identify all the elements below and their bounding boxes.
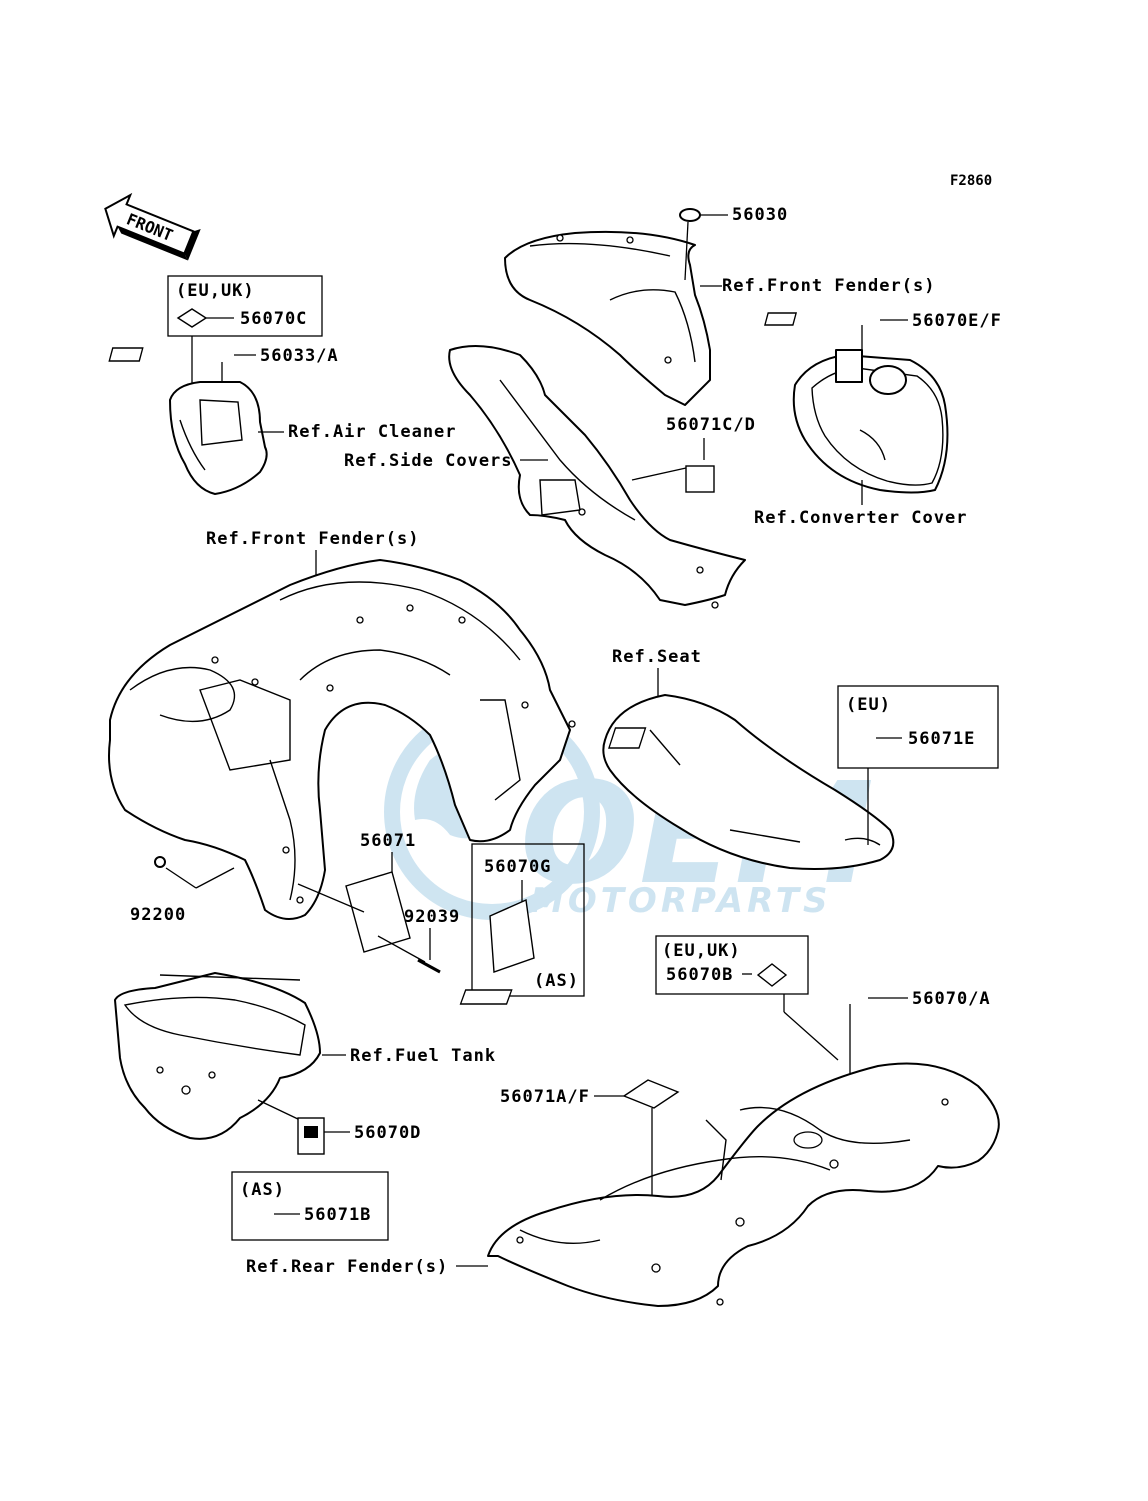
label-56033a: 56033/A (260, 346, 339, 366)
label-56070ef: 56070E/F (912, 311, 1002, 331)
diagram-code: F2860 (950, 173, 992, 189)
grommet-92200 (154, 856, 166, 868)
decal-56033a (108, 347, 144, 362)
decal-56071e (608, 727, 647, 749)
label-56071e: 56071E (908, 729, 975, 749)
label-56070c: 56070C (240, 309, 307, 329)
converter-cover-part (792, 349, 949, 494)
label-ref-rear-fender: Ref.Rear Fender(s) (246, 1257, 448, 1277)
fuel-tank-part (114, 972, 321, 1140)
grommet-56030 (679, 208, 701, 222)
label-ref-front-fender-top: Ref.Front Fender(s) (722, 276, 935, 296)
label-ref-air-cleaner: Ref.Air Cleaner (288, 422, 457, 442)
decal-56070g (489, 898, 535, 973)
label-56071af: 56071A/F (500, 1087, 590, 1107)
box-eu-uk-56070b (655, 935, 809, 995)
seat-part (602, 694, 895, 870)
label-56030: 56030 (732, 205, 788, 225)
label-as-2: (AS) (240, 1180, 285, 1200)
label-92039: 92039 (404, 907, 460, 927)
label-92200: 92200 (130, 905, 186, 925)
decal-56071cd (685, 465, 715, 493)
front-fender-top-part (504, 230, 711, 406)
label-ref-converter-cover: Ref.Converter Cover (754, 508, 967, 528)
box-56070g (471, 843, 585, 997)
label-56070d: 56070D (354, 1123, 421, 1143)
decal-56071 (345, 871, 411, 953)
label-56070b: 56070B (666, 965, 733, 985)
label-eu: (EU) (846, 695, 891, 715)
decal-56070c (176, 308, 208, 328)
label-ref-fuel-tank: Ref.Fuel Tank (350, 1046, 496, 1066)
label-56070g: 56070G (484, 857, 551, 877)
watermark-subtitle: MOTORPARTS (530, 881, 831, 921)
label-56071: 56071 (360, 831, 416, 851)
decal-56070a (459, 989, 513, 1005)
front-arrow-icon: FRONT (104, 192, 201, 261)
label-56070a: 56070/A (912, 989, 991, 1009)
label-56071b: 56071B (304, 1205, 371, 1225)
side-covers-part (448, 345, 746, 609)
rear-fender-part (487, 1062, 1000, 1307)
decal-56071af (622, 1079, 680, 1109)
air-cleaner-part (169, 381, 268, 495)
label-eu-uk-2: (EU,UK) (662, 941, 741, 961)
box-as-56071b (231, 1171, 389, 1241)
decal-56070b (756, 963, 788, 987)
box-eu-56071e (837, 685, 999, 769)
pin-92039 (417, 958, 441, 974)
label-56071cd: 56071C/D (666, 415, 756, 435)
front-fender-main-part (108, 559, 576, 920)
decal-56070ef (764, 312, 798, 326)
label-ref-seat: Ref.Seat (612, 647, 702, 667)
label-as-1: (AS) (534, 971, 579, 991)
box-eu-uk-56070c (167, 275, 323, 337)
label-eu-uk-1: (EU,UK) (176, 281, 255, 301)
label-ref-front-fender-main: Ref.Front Fender(s) (206, 529, 419, 549)
label-ref-side-covers: Ref.Side Covers (344, 451, 513, 471)
